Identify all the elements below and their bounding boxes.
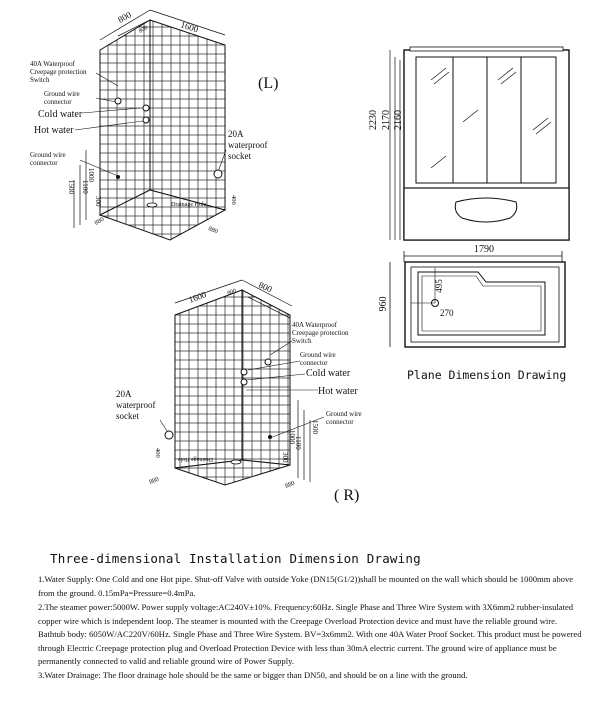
view-r-creepage-line3: Switch <box>292 337 312 345</box>
view-l-left-wall <box>99 19 151 216</box>
view-l-socket-line3: socket <box>228 151 251 161</box>
view-l-socket-line1: 20A <box>228 129 244 139</box>
plane-title: Plane Dimension Drawing <box>407 368 566 382</box>
view-r-ground-top-line2: connector <box>300 359 328 367</box>
view-l-dim-h1500: 1500 <box>67 180 75 195</box>
view-l-dim-h300: 300 <box>94 196 102 207</box>
view-r-cold-valve-icon <box>240 368 248 376</box>
view-r-corner <box>159 279 325 486</box>
view-r-socket-line3: socket <box>116 411 139 421</box>
plane-view <box>389 251 566 348</box>
plane-dim-width: 1790 <box>474 244 494 255</box>
view-r-dim-base-880b: 880 <box>284 480 296 490</box>
view-l-hot-label: Hot water <box>34 125 74 136</box>
view-l-cold-valve-icon <box>142 104 150 112</box>
note-power-supply: 2.The steamer power:5000W. Power supply … <box>38 602 582 667</box>
front-dim-2170: 2170 <box>381 110 392 130</box>
view-l-corner <box>73 9 227 241</box>
view-l-ground-bottom-line2: connector <box>30 159 58 167</box>
view-l-ground-bottom-line1: Ground wire <box>30 151 66 159</box>
view-r-ground-icon <box>268 435 272 439</box>
view-l-switch-icon <box>114 97 122 105</box>
view-l-ground-top-line2: connector <box>44 98 72 106</box>
view-l-drain-icon <box>146 202 158 208</box>
view-r-floor <box>174 459 291 486</box>
view-r-dim-h1000: 1000 <box>288 430 296 445</box>
front-apron-window <box>454 197 518 223</box>
view-l-dim-base-880: 880 <box>94 216 106 227</box>
view-r-ground-top-line1: Ground wire <box>300 351 336 359</box>
front-elevation <box>389 46 570 241</box>
view-r-dim-h300: 300 <box>281 452 289 463</box>
plane-dim-depth: 960 <box>378 297 389 312</box>
note-water-supply: 1.Water Supply: One Cold and one Hot pip… <box>38 574 574 598</box>
installation-heading: Three-dimensional Installation Dimension… <box>50 551 421 566</box>
view-l-creepage-line1: 40A Waterproof <box>30 60 76 68</box>
view-r-dim-h1100: 1100 <box>294 436 302 450</box>
view-l-dim-top-b: 800 <box>138 25 149 35</box>
view-l-right-wall <box>149 19 226 211</box>
view-r-ground-bottom-line1: Ground wire <box>326 410 362 418</box>
view-l-dim-h1000: 1000 <box>87 168 95 183</box>
view-r-dim-top-b: 800 <box>227 288 238 297</box>
view-l-dim-base-880b: 880 <box>207 225 219 235</box>
view-r-socket-line1: 20A <box>116 389 132 399</box>
view-r-switch-icon <box>264 358 272 366</box>
view-l-ground-top-line1: Ground wire <box>44 90 80 98</box>
view-l-hot-valve-icon <box>142 116 150 124</box>
view-l-drain-label: Drainage Hole <box>171 202 206 208</box>
note-water-drainage: 3.Water Drainage: The floor drainage hol… <box>38 670 468 680</box>
view-r-creepage-line1: 40A Waterproof <box>292 321 338 329</box>
view-r-drain-icon <box>230 459 242 465</box>
view-r-ground-bottom-line2: connector <box>326 418 354 426</box>
view-r-socket-icon <box>164 430 174 440</box>
view-r-hot-valve-icon <box>240 378 248 386</box>
view-l-socket-icon <box>213 169 223 179</box>
view-r-dim-base-880: 880 <box>148 476 160 486</box>
view-r-dim-base-400: 400 <box>154 448 161 458</box>
view-r-hot-label: Hot water <box>318 386 358 397</box>
view-l-floor <box>98 189 227 241</box>
view-l-ground-icon <box>116 175 120 179</box>
plane-dim-495: 495 <box>434 279 444 293</box>
view-r-right-wall <box>241 289 291 466</box>
view-l-tag: (L) <box>258 75 278 92</box>
view-r-creepage-line2: Creepage protection <box>292 329 349 337</box>
front-dim-2160: 2160 <box>393 110 404 130</box>
view-l-creepage-line2: Creepage protection <box>30 68 87 76</box>
view-l-cold-label: Cold water <box>38 109 83 120</box>
front-dim-2230: 2230 <box>368 110 379 130</box>
view-r-tag: ( R) <box>334 487 359 504</box>
view-l-dim-top-a: 800 <box>116 9 133 24</box>
plane-dim-270: 270 <box>440 308 454 318</box>
view-r-cold-label: Cold water <box>306 368 351 379</box>
view-l-creepage-line3: Switch <box>30 76 50 84</box>
view-r-drain-label: Drainage Hole <box>178 456 213 462</box>
view-r-dim-h1500: 1500 <box>311 420 319 435</box>
view-l-socket-line2: waterproof <box>228 140 267 150</box>
view-r-dim-top-a: 800 <box>257 280 274 295</box>
view-r-dim-top-c: 1600 <box>187 289 208 305</box>
view-r-socket-line2: waterproof <box>116 400 155 410</box>
view-r-left-wall <box>174 289 243 469</box>
view-l-dim-base-400: 400 <box>230 195 237 205</box>
view-l-dim-h1100: 1100 <box>81 180 89 194</box>
